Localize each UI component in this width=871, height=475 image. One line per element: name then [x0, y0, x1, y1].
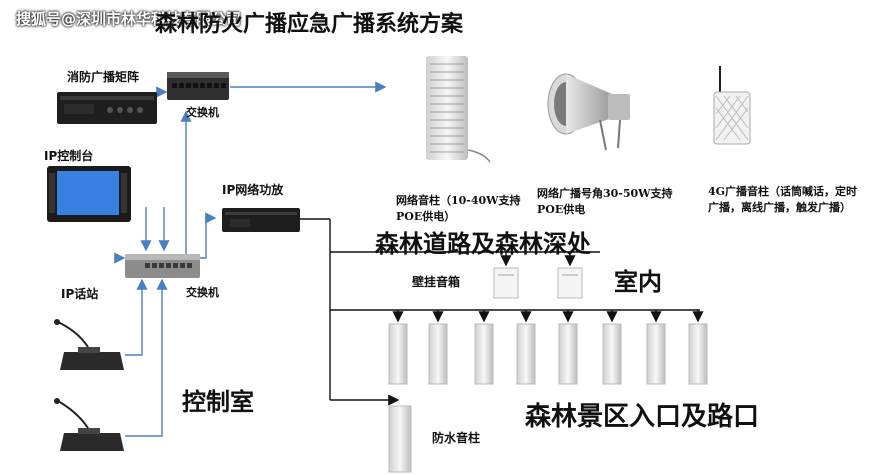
switch-top-label: 交换机 — [186, 106, 219, 119]
amplifier-device — [222, 208, 300, 232]
ip-station-label: IP话站 — [61, 287, 99, 301]
horn-speaker-icon — [547, 73, 630, 151]
4g-desc: 4G广播音柱（话筒喊话，定时广播，离线广播，触发广播） — [708, 185, 858, 214]
ip-console-label: IP控制台 — [44, 149, 94, 163]
microphone-station-1 — [54, 319, 124, 370]
console-monitor — [47, 166, 131, 222]
horn-desc: 网络广播号角30-50W支持POE供电 — [537, 187, 673, 216]
column-speaker-icon — [426, 56, 491, 163]
column-speaker-row — [388, 323, 708, 385]
indoor-label: 室内 — [614, 267, 662, 296]
switch-top-device — [167, 72, 229, 100]
switch-mid-label: 交换机 — [186, 286, 219, 299]
page-title: 森林防火广播应急广播系统方案 — [155, 11, 464, 37]
4g-speaker-icon — [713, 66, 751, 145]
microphone-station-2 — [54, 398, 124, 451]
wall-speaker-icon — [493, 267, 583, 299]
switch-mid-device — [125, 254, 200, 278]
black-connections — [300, 218, 704, 406]
watermark: 搜狐号@深圳市林华科技有限公司 — [16, 10, 242, 28]
blue-connections — [114, 81, 387, 437]
wall-box-label: 壁挂音箱 — [412, 275, 461, 289]
control-room-label: 控制室 — [182, 387, 254, 416]
waterproof-label: 防水音柱 — [432, 431, 481, 445]
column-desc: 网络音柱（10-40W支持POE供电） — [396, 194, 521, 223]
scenic-label: 森林景区入口及路口 — [525, 402, 760, 432]
forest-road-label: 森林道路及森林深处 — [375, 229, 591, 258]
ip-amp-label: IP网络功放 — [222, 183, 284, 197]
matrix-label: 消防广播矩阵 — [67, 70, 140, 84]
waterproof-speaker-icon — [388, 405, 412, 473]
matrix-device — [57, 92, 157, 124]
